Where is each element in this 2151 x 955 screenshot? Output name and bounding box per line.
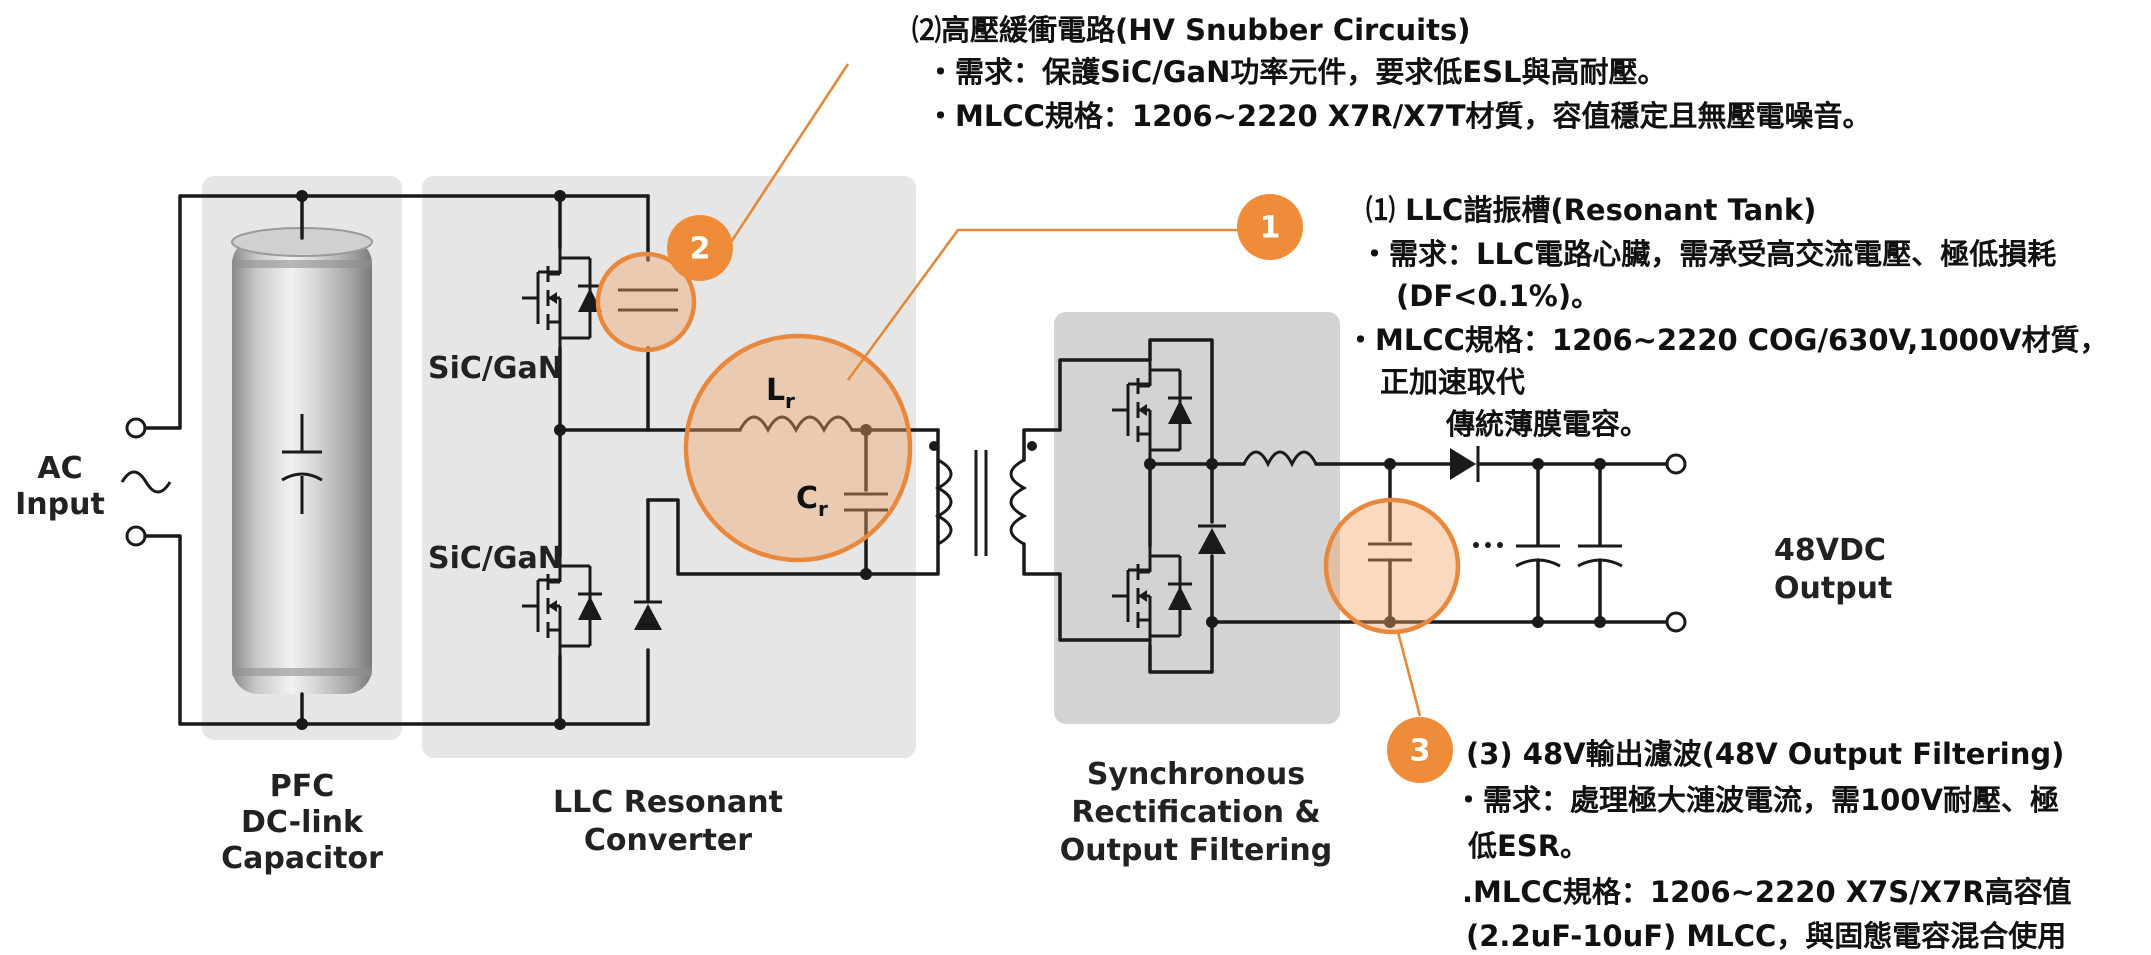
output-label-1: 48VDC xyxy=(1774,533,1886,568)
badge-1: 1 xyxy=(1237,194,1303,260)
pfc-label-1: PFC xyxy=(270,769,335,804)
resonant-tank xyxy=(738,415,940,580)
callout-2-line-2: ・MLCC規格：1206~2220 X7R/X7T材質，容值穩定且無壓電噪音。 xyxy=(926,99,1872,133)
callout-1-line-1: ・需求：LLC電路心臟，需承受高交流電壓、極低損耗 xyxy=(1360,237,2056,271)
pfc-label-2: DC-link xyxy=(241,805,364,840)
llc-block-bg xyxy=(422,176,916,758)
cr-label: C xyxy=(796,481,818,516)
sync-label-1: Synchronous xyxy=(1087,757,1305,792)
switch-label-bottom: SiC/GaN xyxy=(428,541,563,576)
callout-3-line-3: .MLCC規格：1206~2220 X7S/X7R高容值 xyxy=(1462,875,2072,909)
lr-label: L xyxy=(766,373,785,408)
callout-3-title: (3) 48V輸出濾波(48V Output Filtering) xyxy=(1466,737,2064,771)
svg-text:2: 2 xyxy=(690,232,711,267)
output-filter-highlight xyxy=(1323,497,1461,635)
lr-sub: r xyxy=(785,389,795,413)
cr-sub: r xyxy=(818,497,828,521)
sync-block-bg xyxy=(1054,312,1340,724)
callout-3-line-1: ・需求：處理極大漣波電流，需100V耐壓、極 xyxy=(1454,783,2059,817)
pfc-label-3: Capacitor xyxy=(221,841,383,876)
callout-2-line-1: ・需求：保護SiC/GaN功率元件，要求低ESL與高耐壓。 xyxy=(926,55,1667,89)
output-filter xyxy=(1368,446,1687,633)
dc-link-capacitor-icon xyxy=(231,227,373,694)
llc-half-bridge xyxy=(520,190,940,730)
ac-input-label: AC xyxy=(37,451,82,486)
callout-1-line-2: (DF<0.1%)。 xyxy=(1396,279,1600,313)
callout-1-line-3: ・MLCC規格：1206~2220 COG/630V,1000V材質， xyxy=(1346,323,2108,357)
svg-text:1: 1 xyxy=(1260,211,1281,246)
callout-3-line-2: 低ESR。 xyxy=(1467,829,1589,863)
badge-3: 3 xyxy=(1387,717,1453,783)
transformer xyxy=(929,428,1062,576)
resonant-tank-highlight xyxy=(683,333,913,563)
callout-1-line-5: 傳統薄膜電容。 xyxy=(1445,407,1649,441)
output-label-2: Output xyxy=(1774,571,1892,606)
callout-3-line-4: (2.2uF-10uF) MLCC，與固態電容混合使用 xyxy=(1466,919,2066,953)
callout-1-line-4: 正加速取代 xyxy=(1380,365,1525,399)
svg-text:3: 3 xyxy=(1410,734,1431,769)
callout-2-title: ⑵高壓緩衝電路(HV Snubber Circuits) xyxy=(912,13,1471,47)
sync-label-2: Rectification & xyxy=(1071,795,1320,830)
snubber-highlight xyxy=(595,251,697,353)
leader-1 xyxy=(846,228,1252,381)
callout-1-title: ⑴ LLC諧振槽(Resonant Tank) xyxy=(1366,193,1816,227)
llc-label-2: Converter xyxy=(584,823,752,858)
badge-2: 2 xyxy=(667,215,733,281)
sync-label-3: Output Filtering xyxy=(1060,833,1332,868)
leader-3 xyxy=(1396,631,1422,717)
switch-label-top: SiC/GaN xyxy=(428,351,563,386)
leader-2 xyxy=(712,63,850,269)
ac-input-wiring xyxy=(120,190,650,730)
ac-input-label-2: Input xyxy=(15,487,105,522)
llc-label-1: LLC Resonant xyxy=(553,785,783,820)
